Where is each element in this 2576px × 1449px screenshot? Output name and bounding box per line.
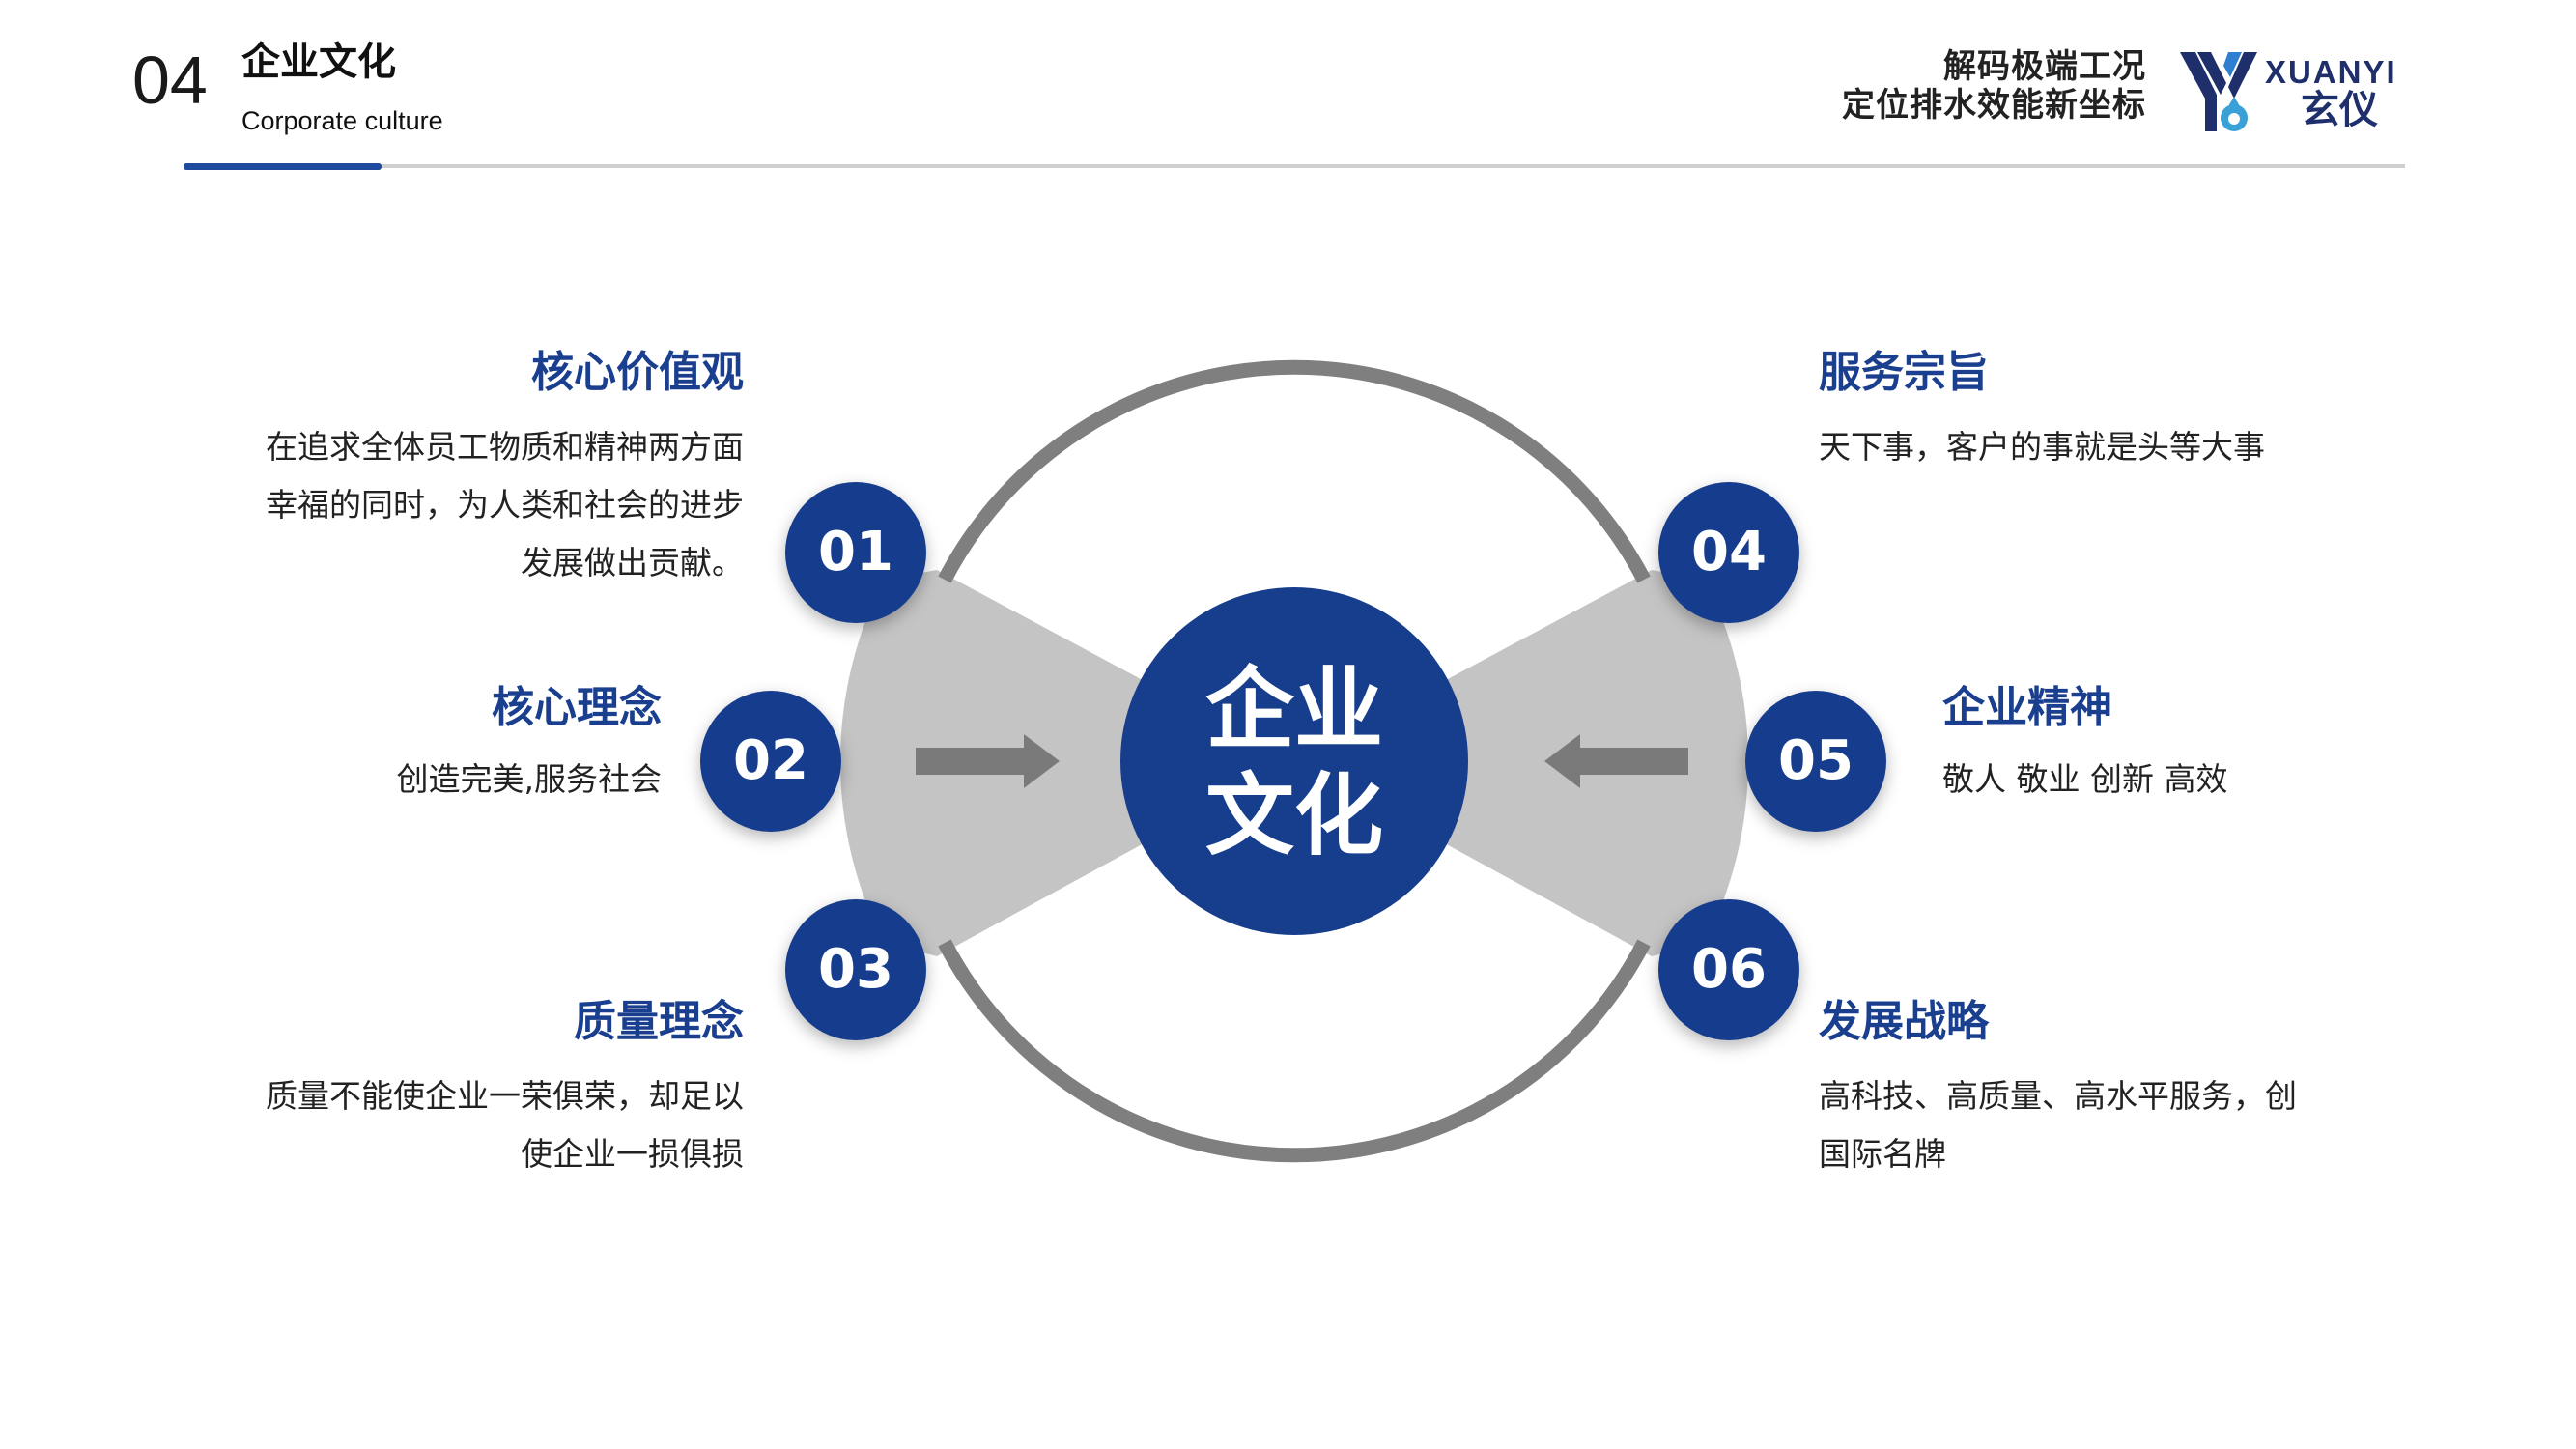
number-03: 03 xyxy=(818,938,893,1001)
item-01-text: 在追求全体员工物质和精神两方面 幸福的同时，为人类和社会的进步 发展做出贡献。 xyxy=(203,418,744,592)
ring-top-arc xyxy=(938,359,1651,583)
ring-bottom-arc xyxy=(938,939,1651,1163)
item-02-text: 创造完美,服务社会 xyxy=(275,751,663,809)
number-circle-04: 04 xyxy=(1658,482,1799,623)
item-03-text: 质量不能使企业一荣俱荣，却足以 使企业一损俱损 xyxy=(203,1067,744,1183)
item-01-line2: 幸福的同时，为人类和社会的进步 xyxy=(266,486,744,524)
center-title-line1: 企业 xyxy=(1204,658,1383,761)
item-02-line1: 创造完美,服务社会 xyxy=(396,760,663,798)
item-03-line2: 使企业一损俱损 xyxy=(521,1135,744,1173)
number-circle-05: 05 xyxy=(1745,691,1886,832)
item-05-text: 敬人 敬业 创新 高效 xyxy=(1942,751,2329,809)
item-04-line1: 天下事，客户的事就是头等大事 xyxy=(1819,428,2265,466)
item-01-title: 核心价值观 xyxy=(531,348,744,397)
slogan-line-2: 定位排水效能新坐标 xyxy=(1842,86,2146,125)
item-06-title: 发展战略 xyxy=(1819,997,1989,1046)
number-05: 05 xyxy=(1778,729,1854,792)
brand-name-cn: 玄仪 xyxy=(2301,88,2378,132)
right-fan-shape xyxy=(1294,570,1749,956)
item-04-title: 服务宗旨 xyxy=(1819,348,1989,397)
slogan-line-1: 解码极端工况 xyxy=(1943,47,2146,86)
item-01-line3: 发展做出贡献。 xyxy=(521,544,744,582)
number-circle-06: 06 xyxy=(1658,899,1799,1040)
item-05-line1: 敬人 敬业 创新 高效 xyxy=(1942,760,2228,798)
item-06-text: 高科技、高质量、高水平服务，创 国际名牌 xyxy=(1819,1067,2360,1183)
item-06-line1: 高科技、高质量、高水平服务，创 xyxy=(1819,1077,2297,1115)
number-circle-03: 03 xyxy=(785,899,926,1040)
number-04: 04 xyxy=(1691,521,1767,583)
header-divider xyxy=(184,164,2405,168)
item-03-line1: 质量不能使企业一荣俱荣，却足以 xyxy=(266,1077,744,1115)
item-03-title: 质量理念 xyxy=(574,997,744,1046)
right-arrow-icon xyxy=(1544,734,1688,788)
item-02-title: 核心理念 xyxy=(492,683,662,732)
item-06-line2: 国际名牌 xyxy=(1819,1135,1946,1173)
number-circle-01: 01 xyxy=(785,482,926,623)
item-01-line1: 在追求全体员工物质和精神两方面 xyxy=(266,428,744,466)
number-circle-02: 02 xyxy=(700,691,841,832)
item-04-text: 天下事，客户的事就是头等大事 xyxy=(1819,418,2398,476)
number-02: 02 xyxy=(733,729,808,792)
brand-name-en: XUANYI xyxy=(2265,54,2397,90)
item-05-title: 企业精神 xyxy=(1942,683,2112,732)
center-title: 企业 文化 xyxy=(1198,657,1391,869)
left-arrow-icon xyxy=(916,734,1060,788)
number-06: 06 xyxy=(1691,938,1767,1001)
left-fan-shape xyxy=(839,570,1294,956)
number-01: 01 xyxy=(818,521,893,583)
section-title: 企业文化 xyxy=(241,40,396,84)
center-circle xyxy=(1120,587,1468,935)
center-title-line2: 文化 xyxy=(1204,764,1383,867)
xuanyi-logo-icon xyxy=(2180,52,2257,131)
section-subtitle: Corporate culture xyxy=(241,106,443,135)
header-divider-accent xyxy=(184,163,382,170)
section-number: 04 xyxy=(132,43,208,118)
